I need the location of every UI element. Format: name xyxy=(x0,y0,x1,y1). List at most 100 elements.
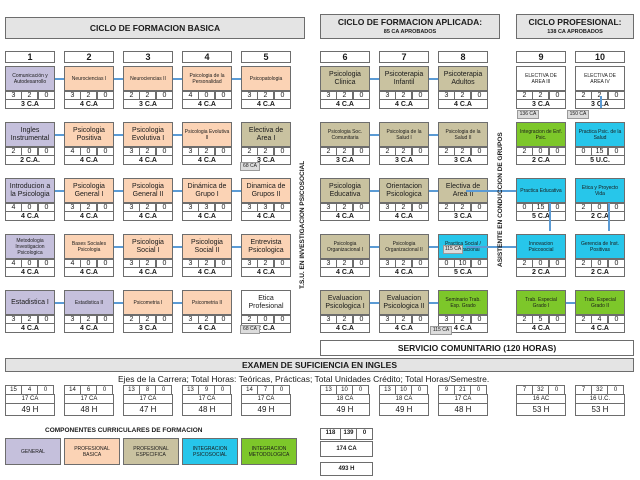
header-basica-title: CICLO DE FORMACION BASICA xyxy=(89,23,221,33)
course-credits: 4 C.A xyxy=(5,323,55,333)
column-number-2: 2 xyxy=(64,51,114,63)
course-name: Orientacion Psicologica xyxy=(379,178,429,203)
course-credits: 4 C.A xyxy=(182,155,232,165)
column-number-7: 7 xyxy=(379,51,429,63)
course-name: ELECTIVA DE AREA IV xyxy=(575,66,625,91)
course-name: Psicologia Soc. Comunitaria xyxy=(320,122,370,147)
course-credits: 3 C.A xyxy=(438,155,488,165)
course-name: Etica Profesional xyxy=(241,290,291,315)
column-number-8: 8 xyxy=(438,51,488,63)
connector-arrow xyxy=(370,302,379,304)
course-credits: 3 C.A xyxy=(5,99,55,109)
connector-arrow xyxy=(173,246,182,248)
course-credits: 3 C.A xyxy=(320,155,370,165)
legend: COMPONENTES CURRICULARES DE FORMACION GE… xyxy=(5,427,305,467)
course-credits: 4 C.A xyxy=(182,323,232,333)
connector-arrow xyxy=(55,190,64,192)
connector-arrow xyxy=(429,302,438,304)
course-name: Electiva de Area I xyxy=(241,122,291,147)
header-ciclo-profesional: CICLO PROFESIONAL: 138 CA APROBADOS xyxy=(516,14,634,39)
course-credits: 4 C.A xyxy=(182,99,232,109)
legend-item: INTEGRACION METODOLOGICA xyxy=(241,438,297,465)
course-credits: 4 C.A xyxy=(64,267,114,277)
course-credits: 4 C.A xyxy=(182,211,232,221)
header-aplicada-sub: 85 CA APROBADOS xyxy=(383,29,437,35)
column-number-10: 10 xyxy=(575,51,625,63)
legend-item: PROFESIONAL ESPECIFICA xyxy=(123,438,179,465)
course-name: Psicologia Clinica xyxy=(320,66,370,91)
connector-arrow xyxy=(429,190,438,192)
connector-arrow xyxy=(232,78,241,80)
grand-total-hours-2: 139 xyxy=(340,428,357,440)
course-credits: 2 C.A xyxy=(575,267,625,277)
column-number-4: 4 xyxy=(182,51,232,63)
course-name: Neurociencias II xyxy=(123,66,173,91)
total-weekly-hours: 47 H xyxy=(123,403,173,416)
connector-arrow xyxy=(466,246,516,248)
course-credits: 4 C.A xyxy=(320,267,370,277)
course-name: Psicologia Educativa xyxy=(320,178,370,203)
course-name: Bases Sociales Psicologia xyxy=(64,234,114,259)
column-number-3: 3 xyxy=(123,51,173,63)
tag-68ca-1: 68 CA xyxy=(240,162,260,171)
connector-arrow xyxy=(549,203,551,231)
grand-total-credits: 174 CA xyxy=(320,441,373,457)
connector-arrow xyxy=(608,203,610,231)
course-practica-social-organizacional[interactable]: Practica Social / Organizacional01005 C.… xyxy=(438,234,488,278)
course-name: Seminario Trab. Esp. Grado xyxy=(438,290,488,315)
course-name: Psicometria II xyxy=(182,290,232,315)
course-credits: 4 C.A xyxy=(123,267,173,277)
course-credits: 4 C.A xyxy=(379,99,429,109)
course-credits: 3 C.A xyxy=(123,99,173,109)
connector-arrow xyxy=(55,78,64,80)
